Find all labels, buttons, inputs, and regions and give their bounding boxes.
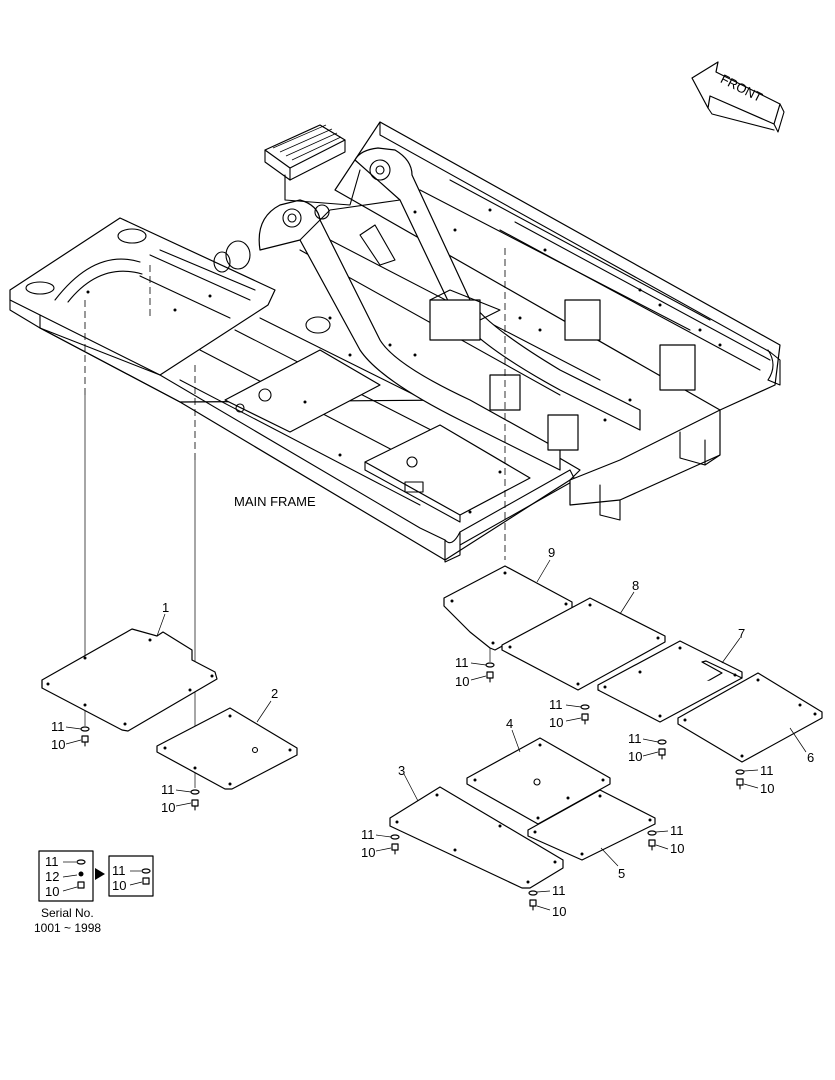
fastener-set-1: [80, 726, 90, 747]
callout-3: 3: [398, 763, 405, 778]
cover-plate-4: [466, 737, 611, 825]
callout-10: 10: [112, 878, 126, 893]
callout-10: 10: [51, 737, 65, 752]
callout-10: 10: [45, 884, 59, 899]
callout-10: 10: [628, 749, 642, 764]
fastener-set-6: [735, 769, 745, 790]
callout-11: 11: [51, 719, 65, 734]
callout-7: 7: [738, 626, 745, 641]
callout-11: 11: [455, 655, 469, 670]
cover-plate-3: [389, 786, 564, 889]
callout-11: 11: [549, 697, 563, 712]
callout-10: 10: [361, 845, 375, 860]
arrow-right-icon: [95, 868, 105, 880]
callout-6: 6: [807, 750, 814, 765]
cover-plate-7: [597, 640, 743, 723]
callout-11: 11: [670, 823, 684, 838]
callout-11: 11: [45, 854, 59, 869]
cover-plate-6: [677, 672, 823, 763]
callout-10: 10: [549, 715, 563, 730]
fastener-set-4: [528, 890, 538, 911]
main-frame-label: MAIN FRAME: [234, 494, 316, 509]
main-frame-assembly: MAIN FRAME: [9, 121, 781, 563]
fastener-set-3: [390, 834, 400, 855]
serial-label: Serial No.: [41, 906, 94, 920]
callout-2: 2: [271, 686, 278, 701]
part-leaders: [156, 559, 807, 867]
callout-10: 10: [670, 841, 684, 856]
cover-plate-5: [527, 789, 656, 861]
callout-10: 10: [552, 904, 566, 919]
serial-number-inset: 11 12 10 11 10 Serial No. 1001 ~ 1998: [34, 850, 154, 935]
cover-plate-8: [501, 597, 666, 691]
cover-plate-1: [41, 628, 218, 732]
callout-9: 9: [548, 545, 555, 560]
fastener-set-8: [580, 704, 590, 725]
callout-10: 10: [455, 674, 469, 689]
callout-11: 11: [112, 863, 126, 878]
callout-5: 5: [618, 866, 625, 881]
fastener-callouts: 11 10 11 10 11 10 11 10 11 10 11 10 11 1…: [51, 655, 774, 919]
part-callouts: 1 2 3 4 5 6 7 8 9: [162, 545, 814, 881]
fastener-set-9: [485, 662, 495, 683]
callout-10: 10: [161, 800, 175, 815]
callout-10: 10: [760, 781, 774, 796]
callout-11: 11: [760, 763, 774, 778]
cover-plate-2: [156, 707, 298, 790]
fastener-set-7: [657, 739, 667, 760]
callout-11: 11: [628, 731, 642, 746]
callout-1: 1: [162, 600, 169, 615]
fastener-set-5: [647, 830, 657, 851]
callout-12: 12: [45, 869, 59, 884]
callout-11: 11: [552, 883, 566, 898]
front-direction-arrow: FRONT: [691, 61, 785, 133]
callout-11: 11: [361, 827, 375, 842]
callout-11: 11: [161, 782, 175, 797]
fastener-symbols: [80, 662, 745, 911]
serial-range: 1001 ~ 1998: [34, 921, 101, 935]
fastener-set-2: [190, 789, 200, 811]
callout-8: 8: [632, 578, 639, 593]
callout-4: 4: [506, 716, 513, 731]
fastener-leaders: [65, 662, 759, 911]
cover-plate-9: [443, 565, 573, 651]
